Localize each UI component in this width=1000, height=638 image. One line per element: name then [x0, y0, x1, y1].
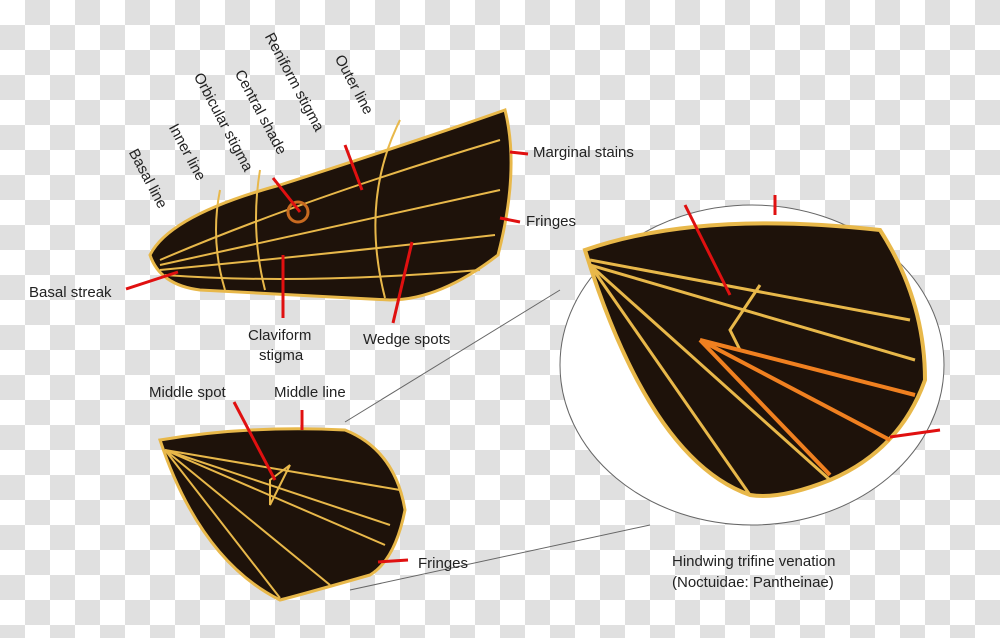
caption-line1: Hindwing trifine venation	[672, 553, 836, 570]
caption-line2: (Noctuidae: Pantheinae)	[672, 574, 834, 591]
basal-streak-label: Basal streak	[29, 284, 112, 301]
hindwing-zoomed	[582, 221, 928, 498]
hindwing	[158, 427, 407, 602]
claviform-stigma-label-line1: Claviform	[248, 327, 312, 344]
claviform-stigma-label-line2: stigma	[259, 347, 304, 364]
forewing-fringes-label: Fringes	[526, 213, 577, 230]
pointer-lines	[125, 144, 941, 564]
hindwing-fringes-label: Fringes	[418, 555, 469, 572]
middle-line-label: Middle line	[274, 384, 346, 401]
marginal-stains-label: Marginal stains	[533, 144, 634, 161]
middle-spot-label: Middle spot	[149, 384, 226, 401]
wedge-spots-label: Wedge spots	[363, 331, 451, 348]
forewing	[148, 108, 513, 302]
